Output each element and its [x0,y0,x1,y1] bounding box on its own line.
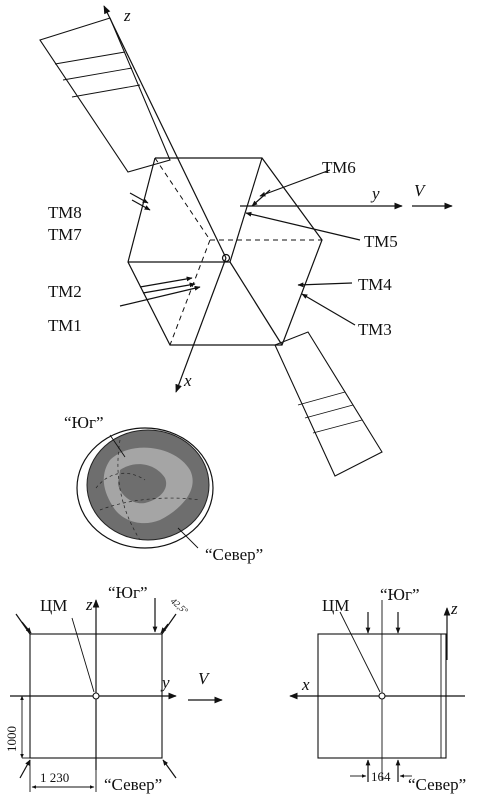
thruster-label-tm7: ТМ7 [48,225,82,244]
x-axis-label: x [183,371,192,390]
right-z-label: z [450,599,458,618]
spacecraft-body [127,157,323,346]
z-axis-label: z [123,6,131,25]
left-south-label: “Юг” [108,583,148,602]
y-axis-label: y [370,184,380,203]
lower-solar-panel [274,331,383,477]
left-width-dim: 1 230 [40,770,69,785]
thruster-label-tm6: ТМ6 [322,158,356,177]
thruster-label-tm4: ТМ4 [358,275,392,294]
right-view: ЦМ “Юг” z x 164 “Север” [289,585,466,794]
left-velocity-label: V [198,669,211,688]
velocity-label: V [414,181,427,200]
right-north-label: “Север” [408,775,466,794]
thruster-label-tm8: ТМ8 [48,203,82,222]
left-z-label: z [85,595,93,614]
upper-solar-panel [39,17,171,173]
thruster-arrows [119,169,361,326]
left-height-dim: 1000 [4,726,19,752]
earth-south-label: “Юг” [64,413,104,432]
right-south-label: “Юг” [380,585,420,604]
left-north-label: “Север” [104,775,162,794]
thruster-label-tm2: ТМ2 [48,282,82,301]
left-y-label: y [160,673,170,692]
earth-globe: “Юг” “Север” [64,413,263,564]
body-axes [103,5,453,393]
earth-north-label: “Север” [205,545,263,564]
left-view: ЦМ “Юг” z y V 42,5° “Север” 1000 1 230 [4,583,223,794]
left-cm-label: ЦМ [40,596,67,615]
right-dim-label: 164 [371,769,391,784]
thruster-label-tm5: ТМ5 [364,232,398,251]
right-x-label: x [301,675,310,694]
right-cm-label: ЦМ [322,596,349,615]
thruster-label-tm1: ТМ1 [48,316,82,335]
thruster-label-tm3: ТМ3 [358,320,392,339]
left-angle-label: 42,5° [169,596,191,616]
spacecraft-figure: z y x V ТМ8 ТМ7 ТМ2 ТМ1 ТМ6 ТМ5 ТМ4 ТМ3 [39,5,453,477]
